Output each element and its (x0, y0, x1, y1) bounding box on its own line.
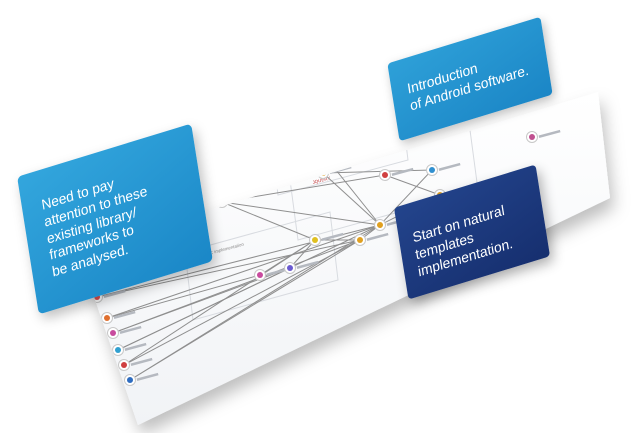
dependency-node-label (321, 232, 344, 241)
dependency-node-icon (309, 137, 315, 143)
dependency-node-label (391, 167, 414, 176)
dependency-edge (123, 239, 361, 366)
dependency-edge (106, 224, 381, 319)
callout-library-text: Need to pay attention to these existing … (40, 174, 149, 280)
dependency-edge (117, 267, 291, 351)
dependency-node-label (538, 129, 561, 138)
dependency-edge (129, 224, 381, 381)
dependency-node-icon (115, 347, 121, 353)
dependency-node-label (366, 232, 389, 241)
dependency-node-label (266, 267, 289, 276)
dependency-edge (221, 201, 381, 226)
label-web-layer: WEB LAYER (281, 123, 308, 135)
dependency-node-ring (317, 167, 329, 179)
dependency-edge (96, 239, 361, 298)
dependency-node-icon (104, 315, 110, 321)
dependency-node-icon (257, 272, 263, 278)
dependency-node-icon (382, 172, 388, 178)
dependency-node-label (438, 162, 461, 171)
dependency-edge (123, 239, 316, 366)
dependency-node-label (119, 325, 142, 334)
dependency-node-ring (306, 134, 318, 146)
dependency-node-icon (312, 237, 318, 243)
dependency-node-label (296, 260, 319, 269)
dependency-edge (322, 172, 381, 226)
dependency-node-icon (529, 134, 535, 140)
diagram-card (78, 92, 610, 425)
dependency-edge (289, 239, 316, 269)
dependency-node-icon (387, 99, 393, 105)
dependency-node-icon (121, 362, 127, 368)
dependency-node-label (124, 342, 147, 351)
dependency-edge (322, 169, 433, 174)
dependency-edges (96, 126, 479, 381)
dependency-node-icon (287, 265, 293, 271)
dependency-node-icon (110, 330, 116, 336)
dependency-node-icon (219, 199, 225, 205)
label-jquery: JQUERY (312, 175, 331, 185)
dependency-node-label (136, 372, 159, 381)
dependency-node-icon (377, 222, 383, 228)
dependency-node-ring (346, 121, 358, 133)
dependency-node-label (103, 289, 126, 298)
dependency-node-icon (320, 170, 326, 176)
dependency-node-icon (429, 167, 435, 173)
dependency-node-label (113, 310, 136, 319)
callout-android-text: Introduction of Android software. (406, 59, 530, 114)
dependency-node-ring (216, 196, 228, 208)
dependency-node-icon (349, 124, 355, 130)
dependency-node-label (318, 132, 341, 141)
dependency-edge (106, 274, 261, 319)
dependency-edge (221, 201, 316, 241)
dependency-edge (384, 174, 441, 196)
dependency-edge (379, 169, 433, 226)
dependency-node-label (130, 357, 153, 366)
dependency-node-label (358, 119, 381, 128)
dependency-node-icon (127, 377, 133, 383)
group-box-spring-mvc (184, 211, 339, 321)
dependency-node-icon (357, 237, 363, 243)
